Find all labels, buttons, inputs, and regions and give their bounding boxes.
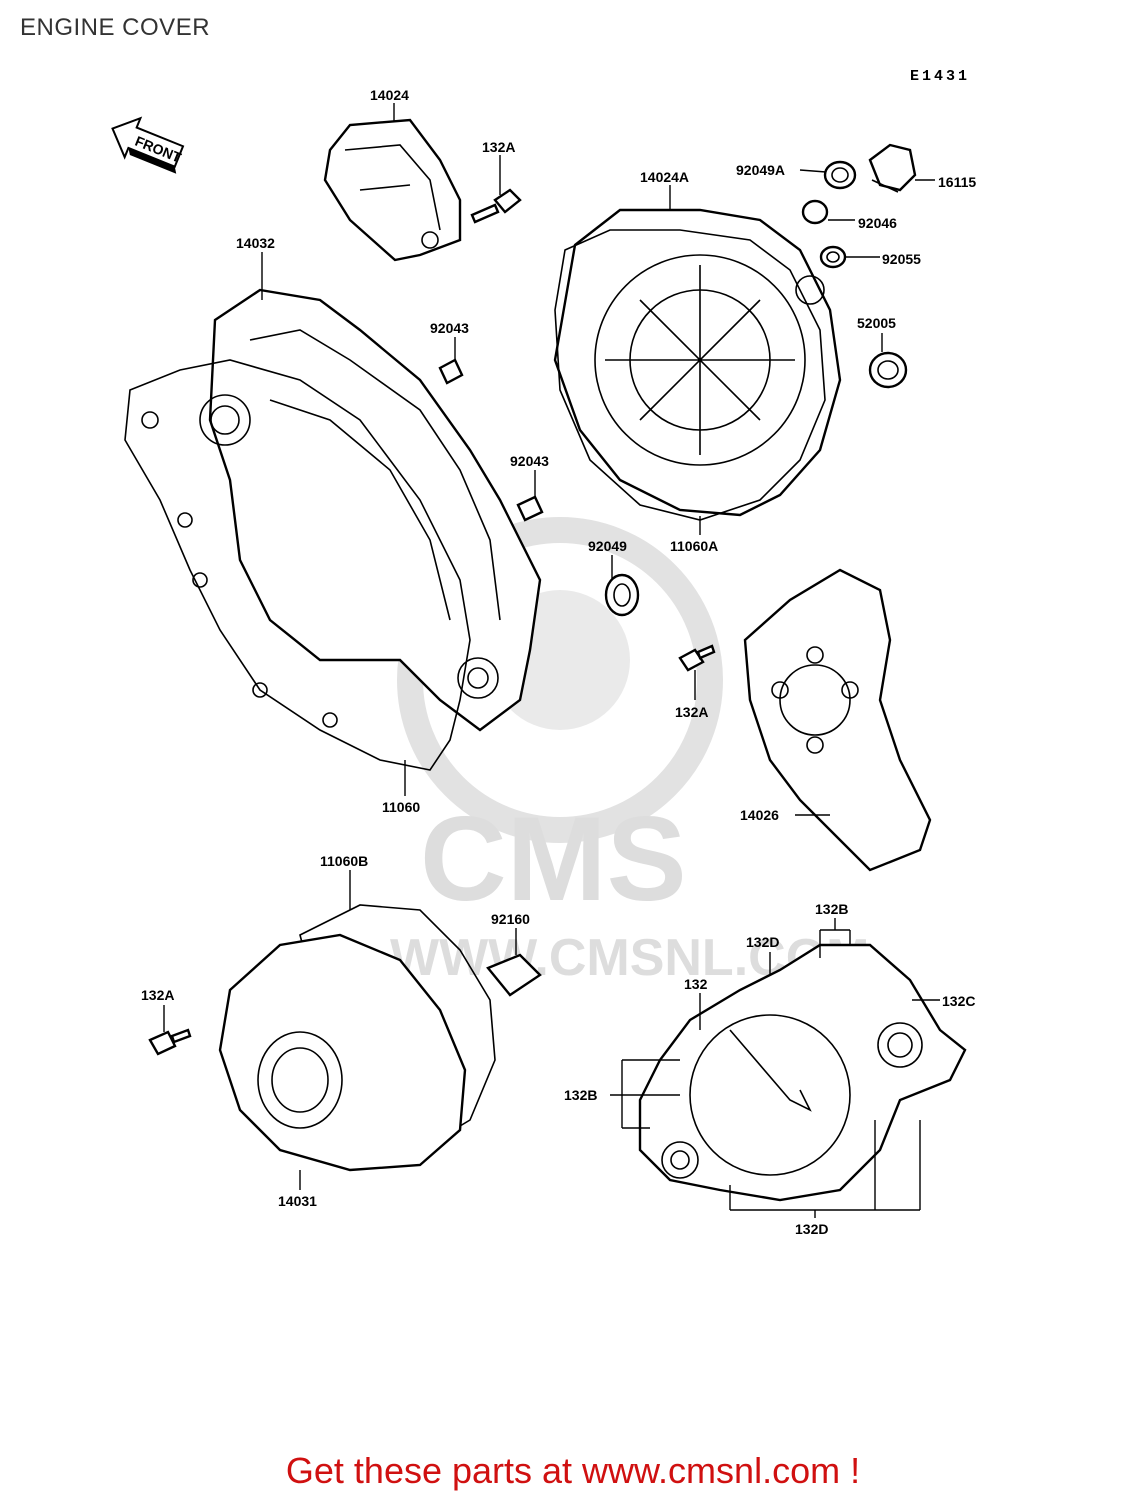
dowel-92043-a (438, 358, 464, 385)
needle-bearing-92046 (801, 199, 829, 225)
label-14031: 14031 (278, 1193, 317, 1209)
label-132b-top: 132B (815, 901, 848, 917)
bearing-52005 (868, 351, 908, 389)
label-11060b: 11060B (320, 853, 368, 869)
cap-16115 (868, 143, 917, 193)
seal-92049a (823, 160, 857, 190)
label-92049: 92049 (588, 538, 627, 554)
label-92046: 92046 (858, 215, 897, 231)
bolt-132a-left (148, 1028, 192, 1056)
lower-crankcase (638, 943, 967, 1202)
pad-92160 (486, 953, 542, 997)
label-92043-a: 92043 (430, 320, 469, 336)
label-132c: 132C (942, 993, 975, 1009)
exploded-parts-diagram: CMS WWW.CMSNL.COM FRONT (111, 87, 976, 1237)
front-arrow: FRONT (111, 116, 185, 174)
label-132a-left: 132A (141, 987, 174, 1003)
label-14026: 14026 (740, 807, 779, 823)
label-92043-b: 92043 (510, 453, 549, 469)
bolt-132a-top (470, 188, 522, 224)
label-92049a: 92049A (736, 162, 785, 178)
label-11060: 11060 (382, 799, 420, 815)
label-132d-bottom: 132D (795, 1221, 828, 1237)
part-14031-generator-cover (218, 933, 467, 1172)
label-52005: 52005 (857, 315, 896, 331)
part-labels: 14024 132A 14024A 92049A 16115 92046 920… (141, 87, 976, 1237)
label-14032: 14032 (236, 235, 275, 251)
label-11060a: 11060A (670, 538, 718, 554)
part-14024-cover (323, 118, 462, 262)
label-14024a: 14024A (640, 169, 689, 185)
cta-link[interactable]: Get these parts at www.cmsnl.com ! (285, 1450, 861, 1491)
label-92055: 92055 (882, 251, 921, 267)
leader-lines (163, 103, 940, 1218)
label-132: 132 (684, 976, 708, 992)
gasket-11060a (554, 229, 826, 521)
washer-92055 (819, 245, 847, 269)
label-92160: 92160 (491, 911, 530, 927)
part-14024a-clutch-cover (553, 208, 842, 517)
diagram-code: E1431 (910, 68, 971, 85)
label-132b-left: 132B (564, 1087, 597, 1103)
bolt-132a-mid (678, 644, 716, 672)
dowel-92043-b (516, 495, 544, 522)
seal-92049 (604, 573, 640, 617)
part-14026-guard (743, 568, 932, 872)
label-16115: 16115 (938, 174, 976, 190)
part-14032-cover (199, 288, 542, 732)
label-14024: 14024 (370, 87, 409, 103)
gasket-11060 (124, 359, 471, 771)
label-132d-top: 132D (746, 934, 779, 950)
page-title: ENGINE COVER (20, 14, 211, 41)
label-132a-top: 132A (482, 139, 515, 155)
watermark-logo: CMS (420, 792, 687, 926)
label-132a-mid: 132A (675, 704, 708, 720)
